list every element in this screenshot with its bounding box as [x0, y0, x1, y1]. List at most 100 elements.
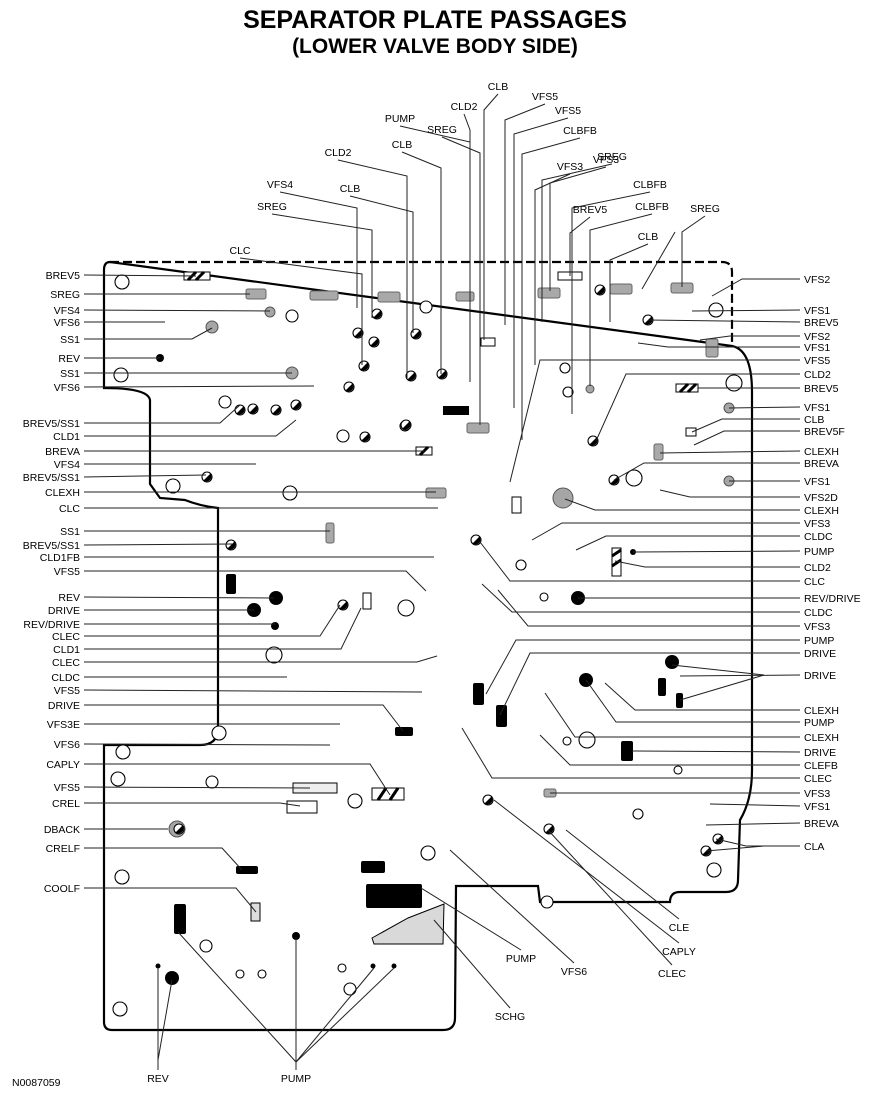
label-top: SREG	[597, 151, 627, 163]
hole	[218, 395, 232, 409]
leader-line	[585, 679, 800, 723]
leader-line	[485, 639, 800, 695]
label-left: BREV5	[46, 270, 81, 282]
block	[395, 727, 413, 736]
label-left: CAPLY	[46, 759, 80, 771]
hole	[706, 862, 722, 878]
slot	[309, 290, 339, 301]
hole	[282, 485, 298, 501]
leader-line	[531, 522, 800, 541]
half-fill	[407, 372, 416, 381]
hole	[343, 982, 357, 996]
leader-line	[479, 541, 800, 582]
label-right: CLDC	[804, 607, 833, 619]
label-top: CLBFB	[563, 125, 597, 137]
striped-slot	[685, 427, 697, 437]
hole	[625, 469, 643, 487]
leader-line	[679, 674, 801, 677]
leader-line	[177, 931, 297, 1063]
leader-line	[544, 692, 800, 738]
label-left: CLC	[59, 503, 80, 515]
label-top: PUMP	[385, 113, 415, 125]
label-right: CLD2	[804, 369, 831, 381]
label-left: CLD1	[53, 644, 80, 656]
label-top: CLC	[229, 245, 250, 257]
block	[361, 861, 385, 873]
label-right: PUMP	[804, 635, 834, 647]
label-right: BREVA	[804, 458, 839, 470]
leader-line	[595, 373, 800, 442]
block	[366, 884, 422, 908]
leader-line	[295, 967, 395, 1063]
leader-line	[461, 727, 800, 779]
label-top: VFS4	[267, 179, 293, 191]
leader-line	[614, 560, 800, 568]
slot	[425, 487, 447, 499]
label-right: CLD2	[804, 562, 831, 574]
label-left: VFS4	[54, 305, 80, 317]
label-top: BREV5	[573, 204, 608, 216]
slot	[377, 291, 401, 303]
leader-line	[604, 682, 800, 711]
leader-line	[589, 213, 653, 386]
leader-line	[699, 335, 800, 341]
hole	[110, 771, 126, 787]
leader-line	[711, 278, 800, 297]
label-top: CLB	[638, 231, 658, 243]
label-left: VFS6	[54, 317, 80, 329]
label-left: COOLF	[44, 883, 80, 895]
leader-line	[83, 543, 233, 546]
block	[174, 904, 186, 934]
block	[676, 693, 683, 708]
slot	[466, 422, 490, 434]
hole	[265, 646, 283, 664]
label-left: VFS5	[54, 782, 80, 794]
port	[391, 963, 397, 969]
hole	[199, 939, 213, 953]
port	[165, 971, 179, 985]
label-top: VFS5	[532, 91, 558, 103]
leader-line	[513, 117, 569, 408]
half-fill	[472, 536, 481, 545]
label-top: SREG	[690, 203, 720, 215]
label-left: VFS6	[54, 382, 80, 394]
half-fill	[175, 825, 184, 834]
label-bottom: VFS6	[561, 966, 587, 978]
label-left: REV/DRIVE	[23, 619, 80, 631]
label-left: BREV5/SS1	[23, 472, 80, 484]
leader-line	[659, 489, 800, 498]
leader-line	[728, 406, 801, 409]
hole	[114, 869, 130, 885]
leader-line	[83, 385, 315, 388]
label-left: BREV5/SS1	[23, 418, 80, 430]
leader-line	[632, 550, 801, 553]
hole	[165, 478, 181, 494]
label-left: SS1	[60, 334, 80, 346]
label-right: CLEC	[804, 773, 832, 785]
leader-line	[295, 967, 375, 1063]
hole	[285, 309, 299, 323]
label-top: CLB	[340, 183, 360, 195]
label-left: DBACK	[44, 824, 80, 836]
label-right: VFS1	[804, 402, 830, 414]
leader-line	[521, 137, 581, 440]
label-right: VFS2	[804, 274, 830, 286]
half-fill	[702, 847, 711, 856]
label-right: DRIVE	[804, 747, 836, 759]
half-fill	[203, 473, 212, 482]
leader-line	[637, 342, 800, 348]
label-right: REV/DRIVE	[804, 593, 861, 605]
leader-line	[541, 163, 613, 322]
label-right: VFS3	[804, 621, 830, 633]
leader-line	[84, 570, 427, 592]
label-right: BREVA	[804, 818, 839, 830]
leader-line	[420, 887, 522, 951]
leader-line	[671, 664, 765, 676]
half-fill	[438, 370, 447, 379]
leader-line	[539, 734, 800, 766]
label-bottom: REV	[147, 1073, 169, 1085]
label-right: VFS3	[804, 788, 830, 800]
leader-line	[83, 786, 311, 789]
leader-line	[497, 589, 800, 627]
hole	[562, 736, 572, 746]
